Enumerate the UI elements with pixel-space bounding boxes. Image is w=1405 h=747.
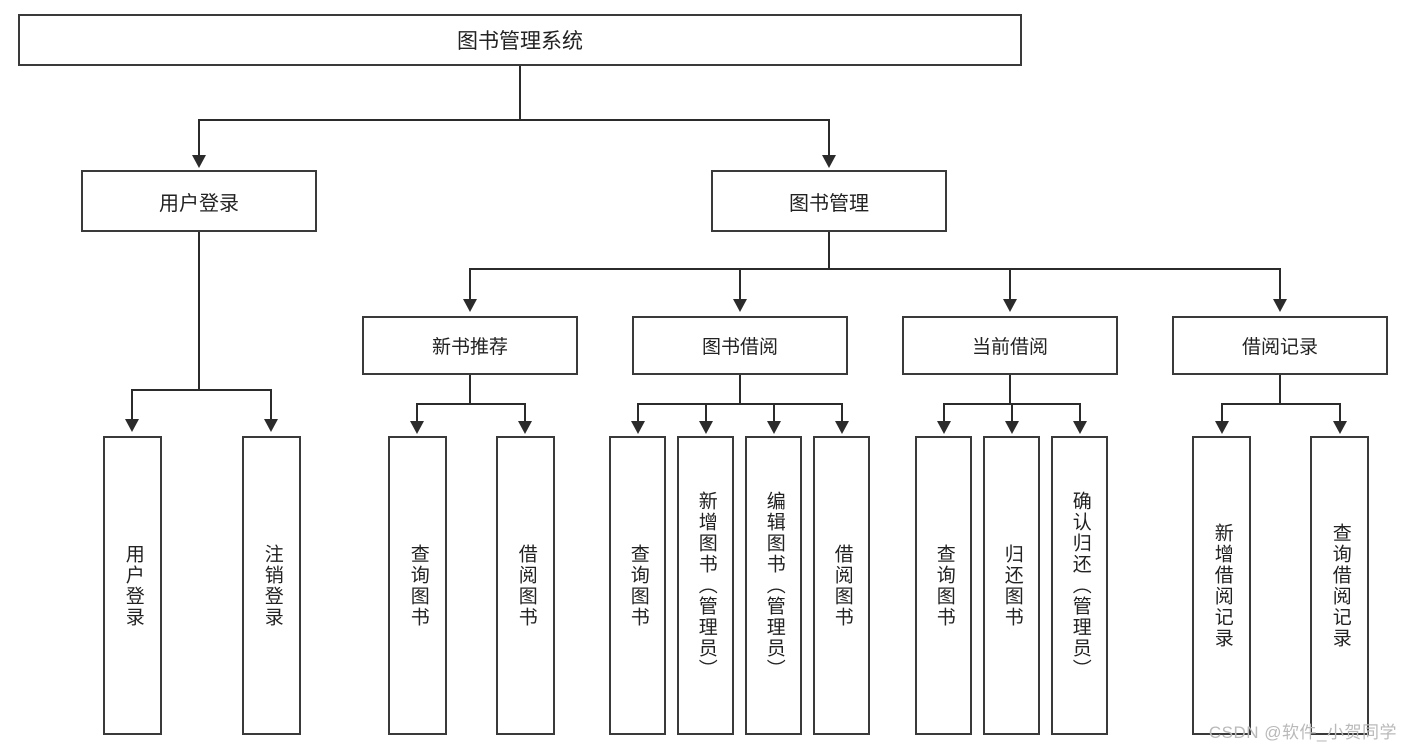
leaf-label: 确认归还（管理员） — [1069, 491, 1091, 680]
edge-cb-to-leaf-3 — [1079, 403, 1081, 423]
leaf-br-query-record[interactable]: 查询借阅记录 — [1310, 436, 1369, 735]
leaf-label: 注销登录 — [261, 543, 283, 628]
arrowhead-cb-leaf-3 — [1073, 421, 1087, 434]
arrowhead-nbr-leaf-1 — [410, 421, 424, 434]
leaf-nbr-query-book[interactable]: 查询图书 — [388, 436, 447, 735]
leaf-user-login-logout[interactable]: 注销登录 — [242, 436, 301, 735]
leaf-label: 用户登录 — [122, 543, 144, 628]
node-current-borrow[interactable]: 当前借阅 — [902, 316, 1118, 375]
leaf-label: 新增图书（管理员） — [695, 491, 717, 680]
node-label: 用户登录 — [159, 192, 239, 215]
leaf-label: 查询图书 — [627, 543, 649, 628]
leaf-cb-return-book[interactable]: 归还图书 — [983, 436, 1040, 735]
edge-bm-to-book-borrow — [739, 268, 741, 301]
leaf-label: 查询借阅记录 — [1329, 522, 1351, 649]
edge-book-management-bus — [469, 268, 1281, 270]
arrowhead-user-login — [192, 155, 206, 168]
node-book-management[interactable]: 图书管理 — [711, 170, 947, 232]
edge-nbr-stem — [469, 375, 471, 405]
edge-bb-to-leaf-2 — [705, 403, 707, 423]
node-user-login[interactable]: 用户登录 — [81, 170, 317, 232]
arrowhead-borrow-record — [1273, 299, 1287, 312]
edge-bb-stem — [739, 375, 741, 405]
node-borrow-record[interactable]: 借阅记录 — [1172, 316, 1388, 375]
edge-user-login-to-leaf-1 — [131, 389, 133, 421]
leaf-br-add-record[interactable]: 新增借阅记录 — [1192, 436, 1251, 735]
arrowhead-book-borrow — [733, 299, 747, 312]
edge-bm-to-new-book — [469, 268, 471, 301]
edge-br-stem — [1279, 375, 1281, 405]
node-label: 借阅记录 — [1241, 337, 1318, 358]
edge-root-stem — [519, 66, 521, 119]
arrowhead-nbr-leaf-2 — [518, 421, 532, 434]
arrowhead-book-management — [822, 155, 836, 168]
leaf-nbr-borrow-book[interactable]: 借阅图书 — [496, 436, 555, 735]
arrowhead-user-login-leaf-2 — [264, 419, 278, 432]
arrowhead-bb-leaf-4 — [835, 421, 849, 434]
edge-bb-to-leaf-4 — [841, 403, 843, 423]
arrowhead-br-leaf-1 — [1215, 421, 1229, 434]
node-book-borrow[interactable]: 图书借阅 — [632, 316, 848, 375]
edge-nbr-to-leaf-1 — [416, 403, 418, 423]
node-new-book-recommend[interactable]: 新书推荐 — [362, 316, 578, 375]
arrowhead-current-borrow — [1003, 299, 1017, 312]
edge-bb-to-leaf-3 — [773, 403, 775, 423]
leaf-label: 查询图书 — [933, 543, 955, 628]
arrowhead-bb-leaf-2 — [699, 421, 713, 434]
edge-bb-bus — [637, 403, 842, 405]
leaf-label: 借阅图书 — [831, 543, 853, 628]
arrowhead-new-book-recommend — [463, 299, 477, 312]
edge-user-login-bus — [131, 389, 270, 391]
leaf-label: 查询图书 — [407, 543, 429, 628]
leaf-label: 借阅图书 — [515, 543, 537, 628]
leaf-bb-borrow-book[interactable]: 借阅图书 — [813, 436, 870, 735]
edge-user-login-to-leaf-2 — [270, 389, 272, 421]
edge-cb-stem — [1009, 375, 1011, 405]
arrowhead-bb-leaf-1 — [631, 421, 645, 434]
arrowhead-cb-leaf-2 — [1005, 421, 1019, 434]
edge-nbr-to-leaf-2 — [524, 403, 526, 423]
edge-root-to-user-login — [198, 119, 200, 157]
leaf-bb-query-book[interactable]: 查询图书 — [609, 436, 666, 735]
arrowhead-user-login-leaf-1 — [125, 419, 139, 432]
node-label: 图书管理系统 — [457, 30, 583, 53]
leaf-bb-add-book-admin[interactable]: 新增图书（管理员） — [677, 436, 734, 735]
edge-user-login-stem — [198, 232, 200, 391]
leaf-cb-confirm-return-admin[interactable]: 确认归还（管理员） — [1051, 436, 1108, 735]
leaf-label: 归还图书 — [1001, 543, 1023, 628]
edge-root-bus — [198, 119, 830, 121]
node-label: 图书管理 — [789, 192, 869, 215]
leaf-bb-edit-book-admin[interactable]: 编辑图书（管理员） — [745, 436, 802, 735]
arrowhead-bb-leaf-3 — [767, 421, 781, 434]
leaf-cb-query-book[interactable]: 查询图书 — [915, 436, 972, 735]
node-root-book-management-system[interactable]: 图书管理系统 — [18, 14, 1022, 66]
edge-bm-to-borrow-record — [1279, 268, 1281, 301]
node-label: 新书推荐 — [431, 337, 508, 358]
edge-nbr-bus — [416, 403, 524, 405]
leaf-label: 编辑图书（管理员） — [763, 491, 785, 680]
edge-cb-to-leaf-2 — [1011, 403, 1013, 423]
edge-cb-to-leaf-1 — [943, 403, 945, 423]
edge-br-bus — [1221, 403, 1339, 405]
arrowhead-cb-leaf-1 — [937, 421, 951, 434]
leaf-user-login-login[interactable]: 用户登录 — [103, 436, 162, 735]
edge-br-to-leaf-2 — [1339, 403, 1341, 423]
edge-book-management-stem — [828, 232, 830, 270]
node-label: 当前借阅 — [971, 337, 1048, 358]
edge-root-to-book-management — [828, 119, 830, 157]
edge-bb-to-leaf-1 — [637, 403, 639, 423]
node-label: 图书借阅 — [701, 337, 778, 358]
edge-br-to-leaf-1 — [1221, 403, 1223, 423]
leaf-label: 新增借阅记录 — [1211, 522, 1233, 649]
edge-bm-to-current-borrow — [1009, 268, 1011, 301]
watermark: CSDN @软件_小贺同学 — [1208, 723, 1397, 742]
arrowhead-br-leaf-2 — [1333, 421, 1347, 434]
